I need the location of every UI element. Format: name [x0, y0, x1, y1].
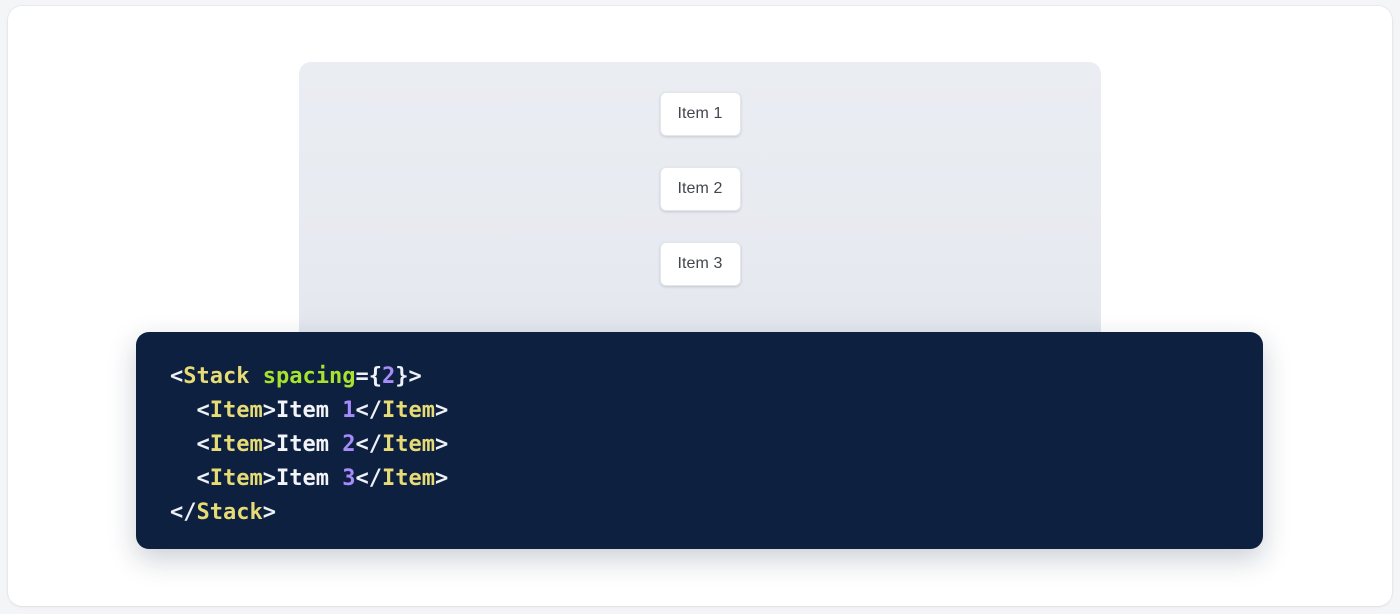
component-preview-panel: Item 1 Item 2 Item 3: [299, 62, 1101, 362]
stack-item-label: Item 2: [677, 180, 723, 197]
code-token-tag: Item: [381, 398, 435, 423]
code-token-punct: </: [355, 466, 382, 491]
code-token-punct: </: [355, 432, 382, 457]
code-token-num: 3: [342, 466, 356, 491]
code-token-tag: Item: [209, 432, 263, 457]
code-token-punct: <: [196, 466, 210, 491]
code-token-text: Item: [275, 466, 343, 491]
code-token-tag: Item: [381, 466, 435, 491]
code-token-text: Item: [275, 432, 343, 457]
code-token-tag: Stack: [196, 500, 263, 525]
code-token-tag: Item: [209, 398, 263, 423]
stack-item-label: Item 1: [677, 105, 723, 122]
code-token-punct: >: [262, 466, 276, 491]
code-token-punct: >: [262, 500, 276, 525]
code-snippet-text: <Stack spacing={2}> <Item>Item 1</Item> …: [170, 360, 1229, 530]
stack-item-label: Item 3: [677, 255, 723, 272]
code-token-punct: }>: [395, 364, 422, 389]
code-token-punct: >: [434, 466, 449, 491]
code-token-num: 2: [342, 432, 356, 457]
code-token-punct: <: [196, 432, 210, 457]
code-token-text: [249, 364, 262, 389]
stack-item[interactable]: Item 1: [659, 92, 741, 136]
code-token-punct: </: [170, 500, 197, 525]
code-token-punct: <: [196, 398, 210, 423]
code-token-punct: >: [434, 398, 449, 423]
code-token-punct: >: [262, 432, 276, 457]
code-token-punct: ={: [355, 364, 382, 389]
stack-container: Item 1 Item 2 Item 3: [299, 62, 1101, 286]
code-token-num: 1: [342, 398, 356, 423]
code-token-tag: Stack: [183, 364, 250, 389]
code-token-text: Item: [275, 398, 343, 423]
page-card: Item 1 Item 2 Item 3 <Stack spacing={2}>…: [8, 6, 1392, 606]
code-token-tag: Item: [209, 466, 263, 491]
stack-item[interactable]: Item 2: [659, 167, 741, 211]
code-token-punct: >: [262, 398, 276, 423]
code-token-num: 2: [381, 364, 396, 389]
code-token-punct: <: [170, 364, 184, 389]
stack-item[interactable]: Item 3: [659, 242, 741, 286]
code-token-tag: Item: [381, 432, 435, 457]
code-token-punct: >: [434, 432, 449, 457]
code-token-attr: spacing: [262, 364, 356, 389]
code-snippet-block[interactable]: <Stack spacing={2}> <Item>Item 1</Item> …: [136, 332, 1263, 549]
code-token-punct: </: [355, 398, 382, 423]
